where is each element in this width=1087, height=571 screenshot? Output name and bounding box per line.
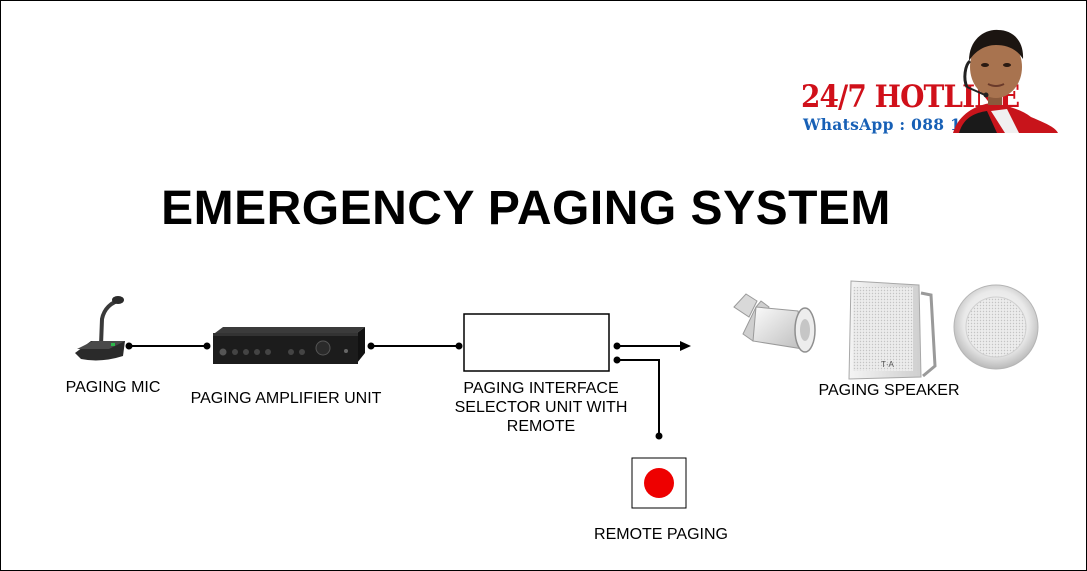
label-interface-line-2: SELECTOR UNIT WITH [454,399,628,416]
amplifier-icon [213,327,365,364]
connections [129,345,681,436]
label-paging-speaker: PAGING SPEAKER [818,382,960,399]
label-remote-paging: REMOTE PAGING [594,526,728,543]
svg-text:T·A: T·A [881,360,895,369]
arrow-head [680,341,691,351]
agent-photo [953,29,1058,133]
connection-dots [125,342,663,440]
horn-speaker-icon [733,293,816,353]
label-interface-unit: PAGING INTERFACE SELECTOR UNIT WITH REMO… [431,379,651,436]
label-paging-mic: PAGING MIC [65,379,161,396]
ceiling-speaker-icon [953,284,1039,370]
microphone-icon [75,296,125,361]
interface-unit-box [463,313,610,372]
label-interface-line-3: REMOTE [506,418,576,435]
page-title: EMERGENCY PAGING SYSTEM [161,182,891,235]
label-interface-line-1: PAGING INTERFACE [463,380,619,397]
remote-button-icon [631,457,687,509]
wall-speaker-icon: T·A [848,280,937,380]
label-paging-amplifier: PAGING AMPLIFIER UNIT [190,390,382,407]
